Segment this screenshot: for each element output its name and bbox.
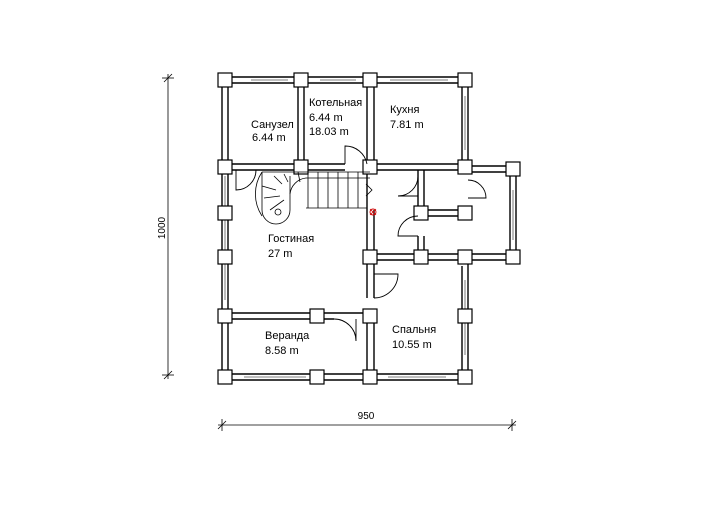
room-gostinaya: Гостиная 27 m <box>268 233 314 260</box>
room-veranda: Веранда 8.58 m <box>265 330 310 357</box>
room-kotelnaya-area-1: 6.44 m <box>309 112 343 124</box>
room-gostinaya-name: Гостиная <box>268 233 314 245</box>
room-sanuzel-area: 6.44 m <box>252 132 286 144</box>
log-ends <box>217 72 521 385</box>
windows <box>224 79 514 378</box>
dimension-height: 1000 <box>157 73 174 380</box>
room-kotelnaya-area-2: 18.03 m <box>309 126 349 138</box>
staircase <box>255 171 377 225</box>
room-veranda-area: 8.58 m <box>265 345 299 357</box>
room-spalnya-area: 10.55 m <box>392 339 432 351</box>
room-spalnya: Спальня 10.55 m <box>392 324 436 351</box>
room-sanuzel-name: Санузел <box>251 119 294 131</box>
room-kotelnaya-name: Котельная <box>309 97 362 109</box>
room-sanuzel: Санузел 6.44 m <box>251 119 294 144</box>
room-kuhnya-area: 7.81 m <box>390 119 424 131</box>
room-veranda-name: Веранда <box>265 330 310 342</box>
dimension-width: 950 <box>217 411 517 431</box>
doors <box>235 145 487 342</box>
room-kuhnya-name: Кухня <box>390 104 419 116</box>
dimension-height-label: 1000 <box>157 216 168 239</box>
room-kuhnya: Кухня 7.81 m <box>390 104 424 131</box>
dimension-width-label: 950 <box>358 411 375 422</box>
room-kotelnaya: Котельная 6.44 m 18.03 m <box>309 97 362 138</box>
outer-walls <box>221 76 517 381</box>
room-gostinaya-area: 27 m <box>268 248 292 260</box>
room-spalnya-name: Спальня <box>392 324 436 336</box>
